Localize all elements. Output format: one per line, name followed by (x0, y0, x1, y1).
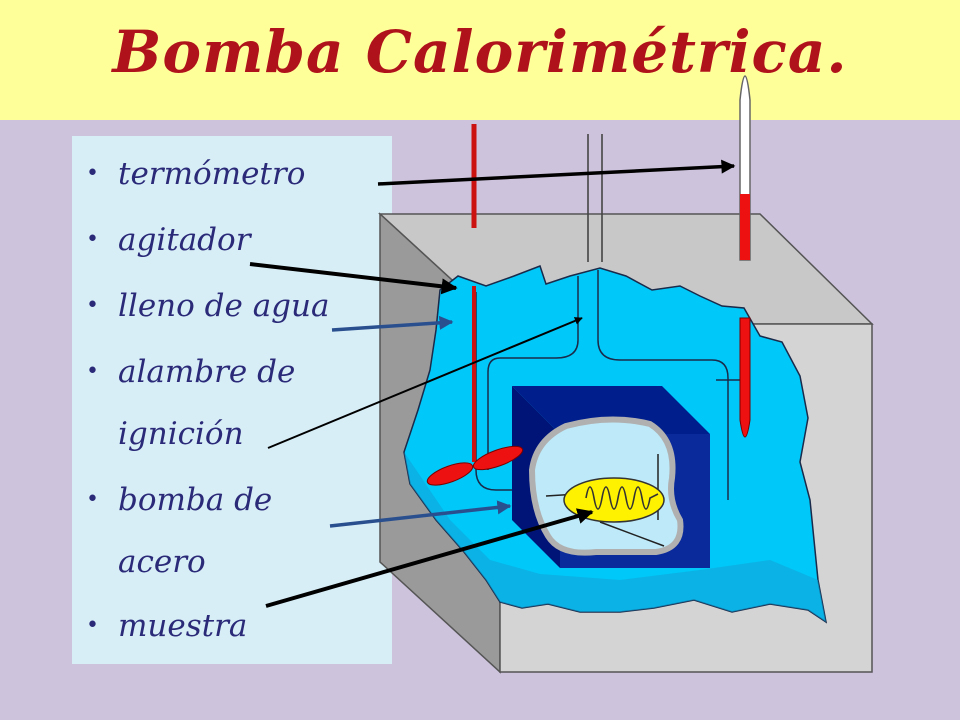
thermometer (739, 75, 751, 438)
arrow-ignition-wire (267, 317, 583, 449)
leader-arrows (249, 159, 736, 608)
bullet-icon: • (86, 487, 99, 512)
ignition-coil (585, 486, 659, 510)
bullet-icon: • (86, 359, 99, 384)
arrow-stirrer (249, 262, 458, 295)
thermometer-mercury-upper (740, 194, 750, 260)
arrow-steel-bomb (329, 500, 512, 528)
arrow-thermometer (377, 159, 736, 186)
stirrer-blade-left (426, 462, 474, 486)
water-shade (404, 452, 826, 622)
bucket-outline-left (487, 276, 579, 470)
stirrer-blade-right (472, 445, 524, 471)
label-steel-bomb-line2: acero (118, 544, 206, 580)
bullet-icon: • (86, 293, 99, 318)
label-water-text: lleno de agua (118, 288, 330, 324)
label-sample-text: muestra (118, 608, 248, 644)
arrow-water (331, 315, 454, 332)
bullet-icon: • (86, 227, 99, 252)
bullet-icon: • (86, 613, 99, 638)
stirrer (426, 124, 524, 486)
thermometer-immersed-stem (739, 317, 751, 438)
ignition-wire-leads (587, 134, 603, 262)
bucket-outline (475, 270, 740, 500)
bullet-icon: • (86, 161, 99, 186)
label-ignition-wire-line1: alambre de (118, 354, 296, 390)
page-title: Bomba Calorimétrica. (112, 18, 848, 86)
steel-bomb (512, 386, 710, 568)
bomb-top-face (512, 386, 710, 434)
label-ignition-wire-line2: ignición (118, 416, 244, 452)
label-panel: • termómetro • agitador • lleno de agua … (72, 136, 392, 664)
label-thermometer-text: termómetro (118, 156, 306, 192)
label-steel-bomb-line1: bomba de (118, 482, 273, 518)
label-stirrer-text: agitador (118, 222, 251, 258)
title-band: Bomba Calorimétrica. (0, 0, 960, 120)
electrode-wire-bottom (599, 521, 665, 547)
arrow-sample (265, 508, 594, 608)
